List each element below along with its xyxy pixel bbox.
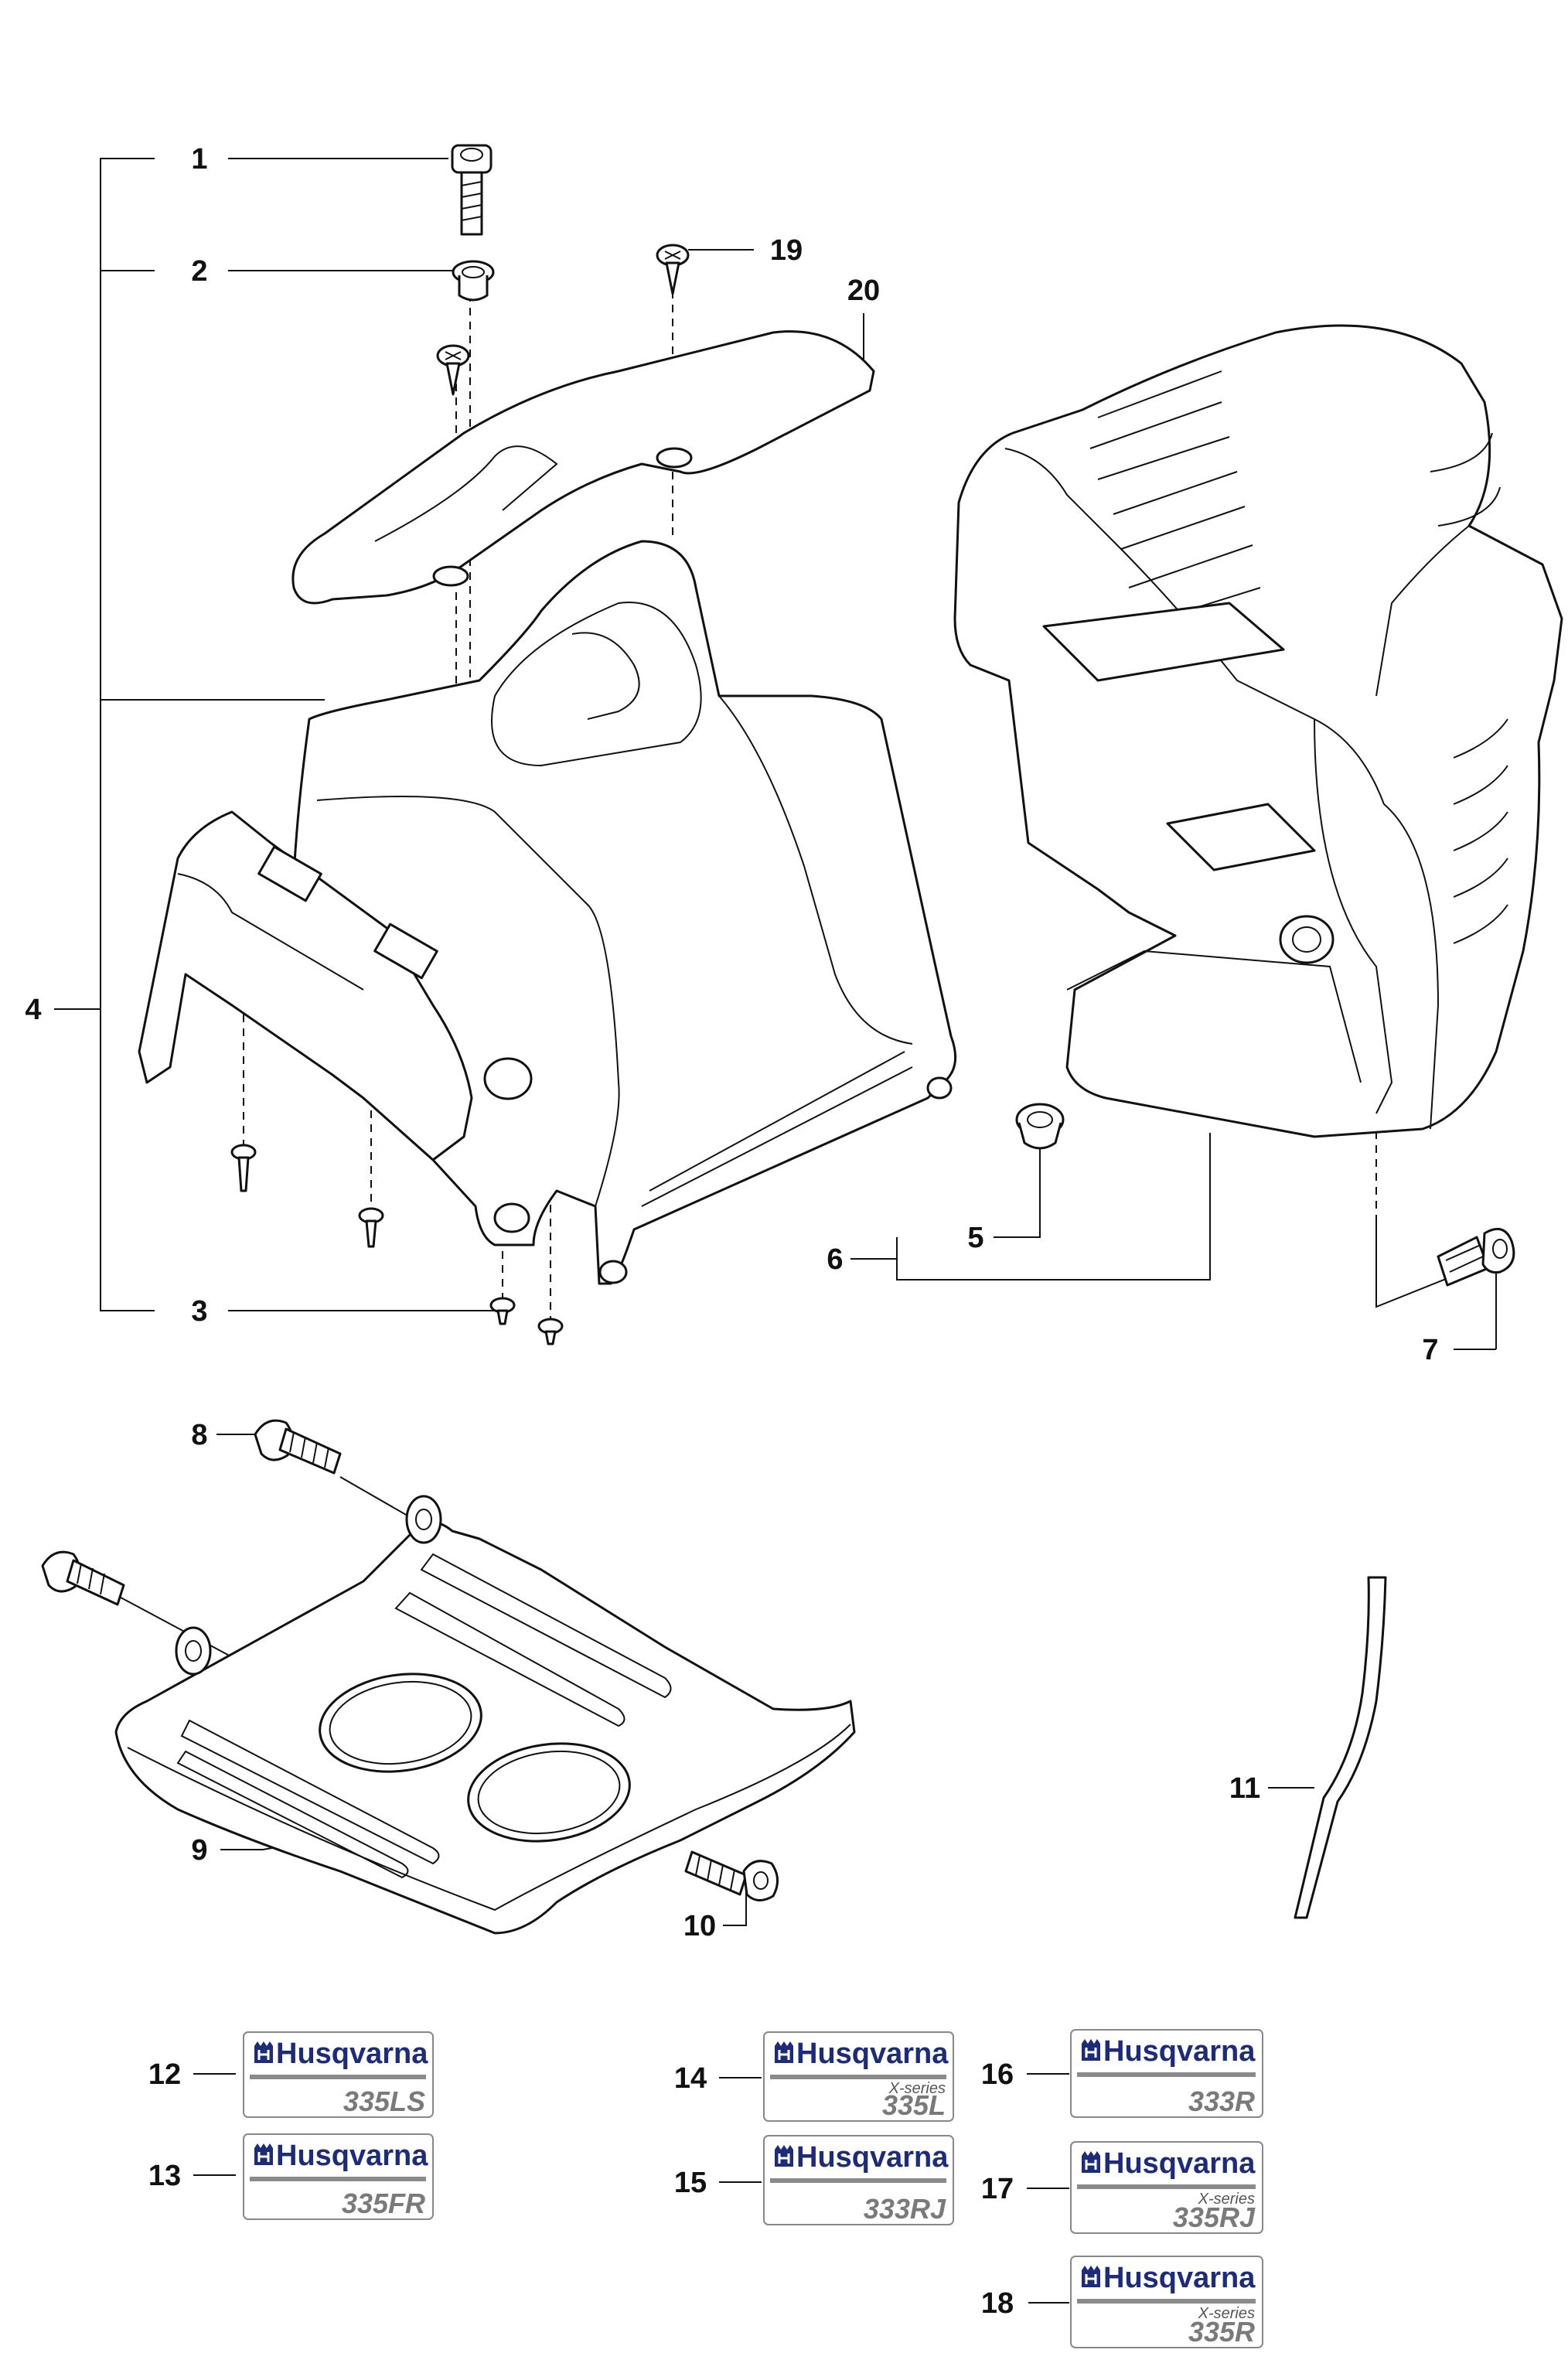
callout-13: 13	[148, 2160, 181, 2192]
part-20-top-cover	[291, 330, 875, 605]
husqvarna-crown-logo-icon	[775, 2041, 793, 2063]
decal-13: Husqvarna 335FR	[243, 2133, 434, 2220]
callout-17: 17	[981, 2173, 1014, 2205]
part-8-bolt-left	[41, 1550, 125, 1606]
part-19-screw	[656, 244, 690, 295]
decal-brand-text: Husqvarna	[276, 2140, 428, 2172]
callout-5: 5	[967, 1222, 983, 1254]
part-11-strip	[1294, 1576, 1387, 1919]
part-6-shroud	[953, 324, 1563, 1138]
husqvarna-crown-logo-icon	[1082, 2151, 1100, 2173]
callout-2: 2	[191, 255, 207, 288]
decal-brand-text: Husqvarna	[276, 2038, 428, 2070]
callout-4: 4	[25, 994, 41, 1026]
callout-6: 6	[827, 1243, 843, 1276]
decal-model-text: 335FR	[342, 2188, 425, 2219]
callout-16: 16	[981, 2058, 1014, 2091]
husqvarna-crown-logo-icon	[1082, 2039, 1100, 2061]
part-5-grommet	[1015, 1103, 1065, 1150]
part-2-bushing	[452, 260, 495, 302]
part-8-bolt-top	[254, 1419, 342, 1475]
decal-model-text: 335LS	[343, 2085, 425, 2117]
part-10-bolt	[684, 1850, 779, 1901]
part-3-screws	[230, 1144, 564, 1345]
husqvarna-crown-logo-icon	[1082, 2266, 1100, 2287]
callout-9: 9	[191, 1834, 207, 1867]
decal-15: Husqvarna 333RJ	[763, 2135, 954, 2225]
callout-1: 1	[191, 143, 207, 176]
decal-12: Husqvarna 335LS	[243, 2031, 434, 2118]
callout-12: 12	[148, 2058, 181, 2091]
callout-20: 20	[847, 275, 880, 307]
decal-brand-text: Husqvarna	[796, 2141, 949, 2174]
husqvarna-crown-logo-icon	[775, 2145, 793, 2167]
callout-7: 7	[1422, 1334, 1438, 1366]
callout-14: 14	[674, 2062, 707, 2095]
decal-series-text: X-series	[888, 2080, 946, 2097]
decal-16: Husqvarna 333R	[1070, 2029, 1263, 2118]
part-9-skid-plate	[114, 1495, 856, 1935]
part-1-screw	[451, 144, 493, 236]
callout-15: 15	[674, 2167, 707, 2199]
decal-model-text: 333R	[1188, 2085, 1255, 2117]
callout-8: 8	[191, 1419, 207, 1451]
decal-14: Husqvarna X-series 335L	[763, 2031, 954, 2122]
decal-model-text: 333RJ	[864, 2193, 946, 2225]
decal-18: Husqvarna X-series 335R	[1070, 2256, 1263, 2348]
part-7-bolt	[1437, 1227, 1515, 1287]
husqvarna-crown-logo-icon	[254, 2041, 273, 2063]
husqvarna-crown-logo-icon	[254, 2143, 273, 2165]
decal-series-text: X-series	[1198, 2191, 1255, 2208]
callout-11: 11	[1229, 1772, 1260, 1805]
decal-model-text: 335L	[882, 2089, 946, 2121]
callout-10: 10	[683, 1910, 716, 1942]
callout-numbers: 1 2 3 4 5 6 7 8 9 10 11 12 13 14 15 16 1…	[25, 143, 1438, 2320]
decal-brand-text: Husqvarna	[1103, 2035, 1256, 2068]
part-19b-screw	[436, 344, 470, 396]
part-4-cylinder-cover	[291, 540, 957, 1285]
decal-17: Husqvarna X-series 335RJ	[1070, 2141, 1263, 2234]
callout-18: 18	[981, 2287, 1014, 2320]
decal-brand-text: Husqvarna	[1103, 2147, 1256, 2180]
decal-brand-text: Husqvarna	[796, 2038, 949, 2070]
decal-model-text: 335R	[1188, 2316, 1255, 2348]
decal-series-text: X-series	[1198, 2305, 1255, 2322]
callout-3: 3	[191, 1295, 207, 1328]
decal-brand-text: Husqvarna	[1103, 2262, 1256, 2294]
part-4-front-lip	[138, 810, 473, 1161]
callout-19: 19	[770, 234, 803, 267]
decal-model-text: 335RJ	[1173, 2201, 1256, 2233]
